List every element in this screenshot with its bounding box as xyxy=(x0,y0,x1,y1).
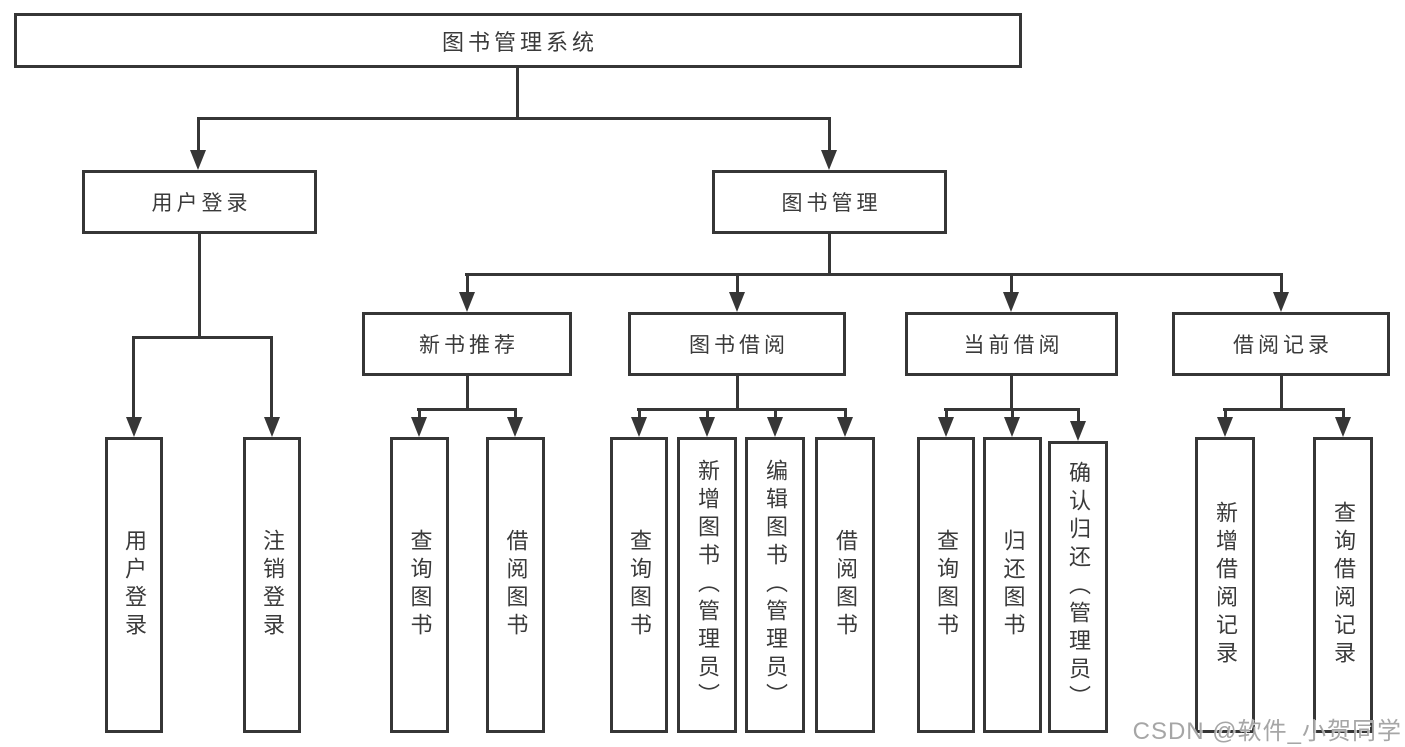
node-add-borrow-record: 新增借阅记录 xyxy=(1195,437,1255,733)
arrowhead-down-icon xyxy=(821,150,837,170)
node-add-book-admin: 新增图书（管理员） xyxy=(677,437,737,733)
node-label: 确认归还（管理员） xyxy=(1066,461,1091,713)
arrowhead-down-icon xyxy=(459,292,475,312)
connector-v xyxy=(774,408,777,420)
node-new-book-recommend: 新书推荐 xyxy=(362,312,572,376)
node-label: 新增借阅记录 xyxy=(1213,501,1238,669)
arrowhead-down-icon xyxy=(729,292,745,312)
node-query-borrow-record: 查询借阅记录 xyxy=(1313,437,1373,733)
node-label: 查询图书 xyxy=(627,529,652,641)
node-edit-book-admin: 编辑图书（管理员） xyxy=(745,437,805,733)
node-user-login: 用户登录 xyxy=(82,170,317,234)
connector-v xyxy=(466,273,469,295)
arrowhead-down-icon xyxy=(938,417,954,437)
node-confirm-return-admin: 确认归还（管理员） xyxy=(1048,441,1108,733)
node-return-books: 归还图书 xyxy=(983,437,1042,733)
connector-v xyxy=(844,408,847,420)
node-label: 图书管理系统 xyxy=(441,29,598,55)
node-library-management-system: 图书管理系统 xyxy=(14,13,1022,68)
node-logout-leaf: 注销登录 xyxy=(243,437,301,733)
node-label: 新增图书（管理员） xyxy=(695,459,720,711)
node-label: 用户登录 xyxy=(122,529,147,641)
node-label: 查询借阅记录 xyxy=(1331,501,1356,669)
node-borrow-books-newbook: 借阅图书 xyxy=(486,437,545,733)
connector-v xyxy=(1010,273,1013,295)
connector-h xyxy=(637,408,847,411)
connector-v xyxy=(706,408,709,420)
connector-v xyxy=(828,117,831,153)
node-query-books-newbook: 查询图书 xyxy=(390,437,449,733)
node-label: 归还图书 xyxy=(1000,529,1026,641)
node-borrow-books-borrowing: 借阅图书 xyxy=(815,437,875,733)
connector-v xyxy=(1077,408,1080,424)
node-label: 编辑图书（管理员） xyxy=(763,459,788,711)
node-user-login-leaf: 用户登录 xyxy=(105,437,163,733)
arrowhead-down-icon xyxy=(767,417,783,437)
connector-v xyxy=(516,68,519,120)
connector-v xyxy=(132,336,135,421)
node-label: 用户登录 xyxy=(151,192,252,215)
arrowhead-down-icon xyxy=(1217,417,1233,437)
connector-h xyxy=(132,336,273,339)
arrowhead-down-icon xyxy=(1335,417,1351,437)
connector-h xyxy=(1223,408,1345,411)
arrowhead-down-icon xyxy=(1004,417,1020,437)
connector-v xyxy=(418,408,421,420)
arrowhead-down-icon xyxy=(631,417,647,437)
connector-v xyxy=(736,273,739,295)
node-query-books-borrowing: 查询图书 xyxy=(610,437,668,733)
connector-v xyxy=(1224,408,1227,420)
node-label: 图书管理 xyxy=(781,192,882,215)
node-label: 查询图书 xyxy=(407,529,433,641)
node-label: 查询图书 xyxy=(934,529,959,641)
connector-v xyxy=(736,376,739,411)
node-label: 借阅图书 xyxy=(503,529,529,641)
connector-v xyxy=(466,376,469,411)
connector-h xyxy=(197,117,831,120)
connector-v xyxy=(1280,376,1283,411)
connector-h xyxy=(465,273,1282,276)
node-label: 当前借阅 xyxy=(963,334,1064,357)
node-book-management: 图书管理 xyxy=(712,170,947,234)
connector-v xyxy=(1342,408,1345,420)
arrowhead-down-icon xyxy=(1070,421,1086,441)
node-current-borrowing: 当前借阅 xyxy=(905,312,1118,376)
arrowhead-down-icon xyxy=(126,417,142,437)
arrowhead-down-icon xyxy=(837,417,853,437)
node-label: 借阅记录 xyxy=(1233,334,1333,357)
node-label: 注销登录 xyxy=(260,529,285,641)
connector-v xyxy=(945,408,948,420)
arrowhead-down-icon xyxy=(411,417,427,437)
node-label: 借阅图书 xyxy=(833,529,858,641)
connector-v xyxy=(638,408,641,420)
node-borrow-records: 借阅记录 xyxy=(1172,312,1390,376)
node-book-borrowing: 图书借阅 xyxy=(628,312,846,376)
connector-v xyxy=(828,234,831,276)
connector-v xyxy=(1280,273,1283,295)
node-query-books-current: 查询图书 xyxy=(917,437,975,733)
connector-v xyxy=(1010,376,1013,411)
arrowhead-down-icon xyxy=(507,417,523,437)
connector-v xyxy=(197,117,200,153)
node-label: 新书推荐 xyxy=(419,334,519,357)
connector-v xyxy=(198,234,201,339)
arrowhead-down-icon xyxy=(264,417,280,437)
arrowhead-down-icon xyxy=(1273,292,1289,312)
connector-v xyxy=(270,336,273,421)
csdn-watermark: CSDN @软件_小贺同学 xyxy=(1132,718,1402,745)
connector-v xyxy=(514,408,517,420)
connector-h xyxy=(417,408,517,411)
arrowhead-down-icon xyxy=(1003,292,1019,312)
arrowhead-down-icon xyxy=(190,150,206,170)
node-label: 图书借阅 xyxy=(689,334,789,357)
arrowhead-down-icon xyxy=(699,417,715,437)
connector-v xyxy=(1011,408,1014,420)
